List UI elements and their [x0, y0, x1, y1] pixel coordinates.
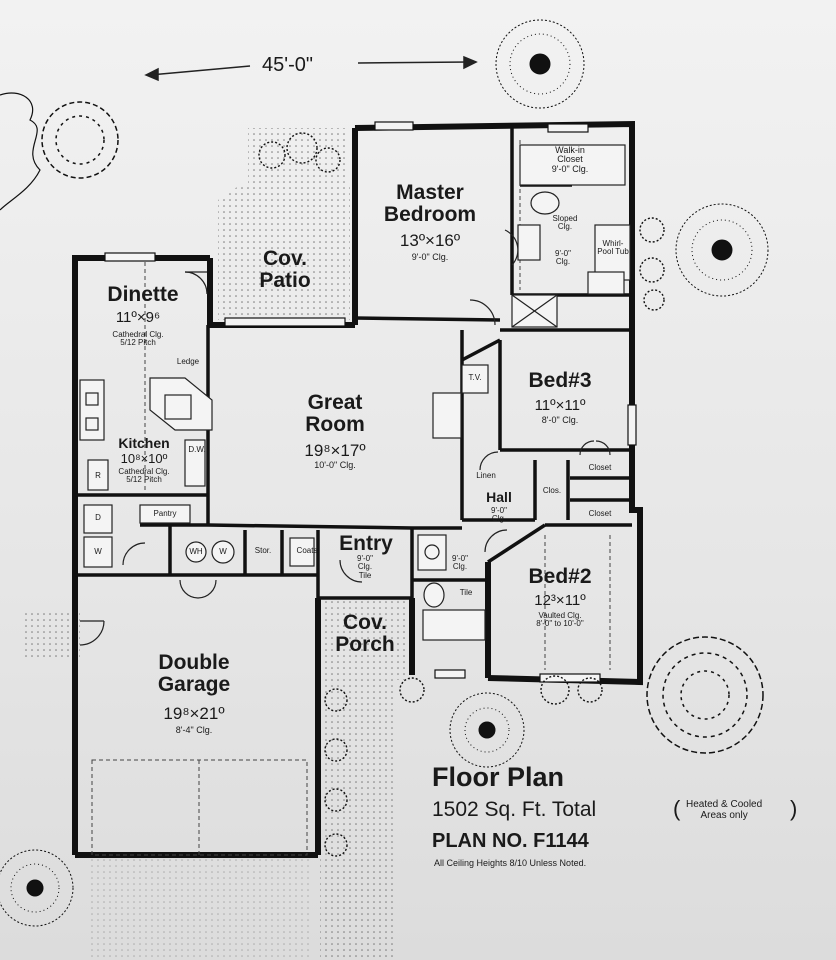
entry-ceiling: 9'-0"Clg.Tile — [357, 554, 373, 580]
washer — [83, 536, 113, 568]
bedroom-2-label: Bed#2 — [528, 565, 592, 588]
kitchen-label: Kitchen — [118, 435, 170, 451]
bedroom-2-ceiling: Vaulted Clg.8'-0" to 10'-0" — [536, 611, 584, 629]
bedroom-3-closet-label: Closet — [588, 463, 612, 472]
tv-niche — [461, 364, 489, 394]
ground-cover-outline — [0, 92, 41, 211]
coat-closet — [289, 537, 315, 567]
dishwasher — [184, 439, 206, 487]
planter-shrubs — [258, 132, 665, 857]
hall-ceiling: 9'-0"Clg. — [491, 506, 507, 524]
dryer — [83, 504, 113, 534]
landscape-shrubs — [0, 19, 769, 927]
covered-porch-label: Cov.Porch — [335, 611, 395, 657]
master-bath-ceiling-label: 9'-0"Clg. — [555, 249, 571, 267]
tree-top-left — [41, 101, 119, 179]
dinette-ceiling: Cathedral Clg.5/12 Pitch — [112, 330, 164, 348]
plan-title: Floor Plan — [432, 762, 565, 792]
vanity-2 — [587, 271, 625, 295]
whirlpool-tub-label: Whirl-Pool Tub — [597, 239, 629, 257]
windows — [104, 121, 637, 683]
kitchen-size: 10⁸×10º — [120, 451, 168, 466]
water-softener — [211, 540, 235, 564]
great-room-ceiling: 10'-0" Clg. — [314, 460, 356, 470]
bedroom-3-size: 11º×11º — [534, 397, 586, 414]
ceiling-height-note: All Ceiling Heights 8/10 Unless Noted. — [434, 858, 587, 868]
bedroom-2-closet-label: Closet — [588, 509, 612, 518]
covered-patio-floor — [218, 185, 350, 320]
bathtub — [422, 609, 486, 641]
pantry — [139, 504, 191, 524]
bath-2-floor: Tile — [459, 588, 473, 597]
plan-number: PLAN NO. F1144 — [432, 830, 589, 852]
entry-label: Entry — [339, 532, 393, 555]
whirlpool-tub — [594, 224, 631, 281]
covered-patio-label: Cov.Patio — [259, 247, 311, 293]
washer-label: W — [94, 547, 102, 556]
ledge-label: Ledge — [176, 357, 200, 366]
linen-label: Linen — [476, 471, 496, 480]
water-heater-label: WH — [189, 547, 203, 556]
water-softener-label: W — [219, 547, 227, 556]
covered-porch-floor — [318, 598, 410, 680]
refrigerator-label: R — [95, 471, 101, 480]
shrub-top-right — [495, 19, 585, 109]
patio-planter — [248, 128, 348, 185]
great-room-size: 19⁸×17º — [304, 441, 366, 460]
fireplace — [432, 392, 462, 439]
shrub-right — [675, 203, 769, 297]
bedroom-3-ceiling: 8'-0" Clg. — [541, 415, 579, 425]
master-bedroom-ceiling: 9'-0" Clg. — [411, 252, 449, 262]
total-square-footage: 1502 Sq. Ft. Total — [432, 798, 597, 821]
dinette-label: Dinette — [107, 283, 179, 306]
shrub-bottom-left — [0, 849, 74, 927]
paved-areas — [24, 128, 410, 960]
bedroom-3-label: Bed#3 — [528, 369, 592, 392]
hall-label: Hall — [486, 489, 512, 505]
walk-in-closet-shelf — [519, 144, 626, 186]
bedroom-2-size: 12³×11º — [534, 592, 586, 609]
double-garage-size: 19⁸×21º — [163, 704, 225, 723]
note-paren-close: ) — [790, 796, 798, 821]
master-vanity — [517, 224, 541, 261]
range — [79, 379, 105, 441]
fixtures — [79, 144, 631, 641]
pantry-label: Pantry — [153, 509, 177, 518]
overall-width-label: 45'-0" — [262, 54, 313, 76]
dinette-size: 11º×9⁶ — [115, 309, 161, 326]
tv-label: T.V. — [468, 373, 482, 382]
width-dimension-arrow — [144, 55, 478, 82]
tree-bottom-right — [646, 636, 764, 754]
double-garage-ceiling: 8'-4" Clg. — [175, 725, 213, 735]
dryer-label: D — [95, 513, 101, 522]
refrigerator — [87, 459, 109, 491]
master-bedroom-size: 13º×16º — [399, 231, 461, 250]
dishwasher-label: D.W. — [188, 445, 206, 454]
water-heater — [185, 541, 207, 563]
door-swings — [79, 229, 611, 646]
storage-label: Stor. — [254, 546, 272, 555]
coats-label: Coats — [296, 546, 318, 555]
driveway — [90, 855, 310, 960]
toilet — [423, 582, 445, 608]
shrub-porch — [449, 692, 525, 768]
closet-small-label: Clos. — [542, 486, 562, 495]
side-stoop — [24, 610, 80, 658]
walkway — [320, 680, 394, 960]
kitchen-ceiling: Cathedral Clg.5/12 Pitch — [118, 467, 170, 485]
master-toilet — [530, 191, 560, 215]
bath-2-ceiling: 9'-0"Clg. — [452, 554, 468, 572]
note-paren-open: ( — [673, 796, 681, 821]
